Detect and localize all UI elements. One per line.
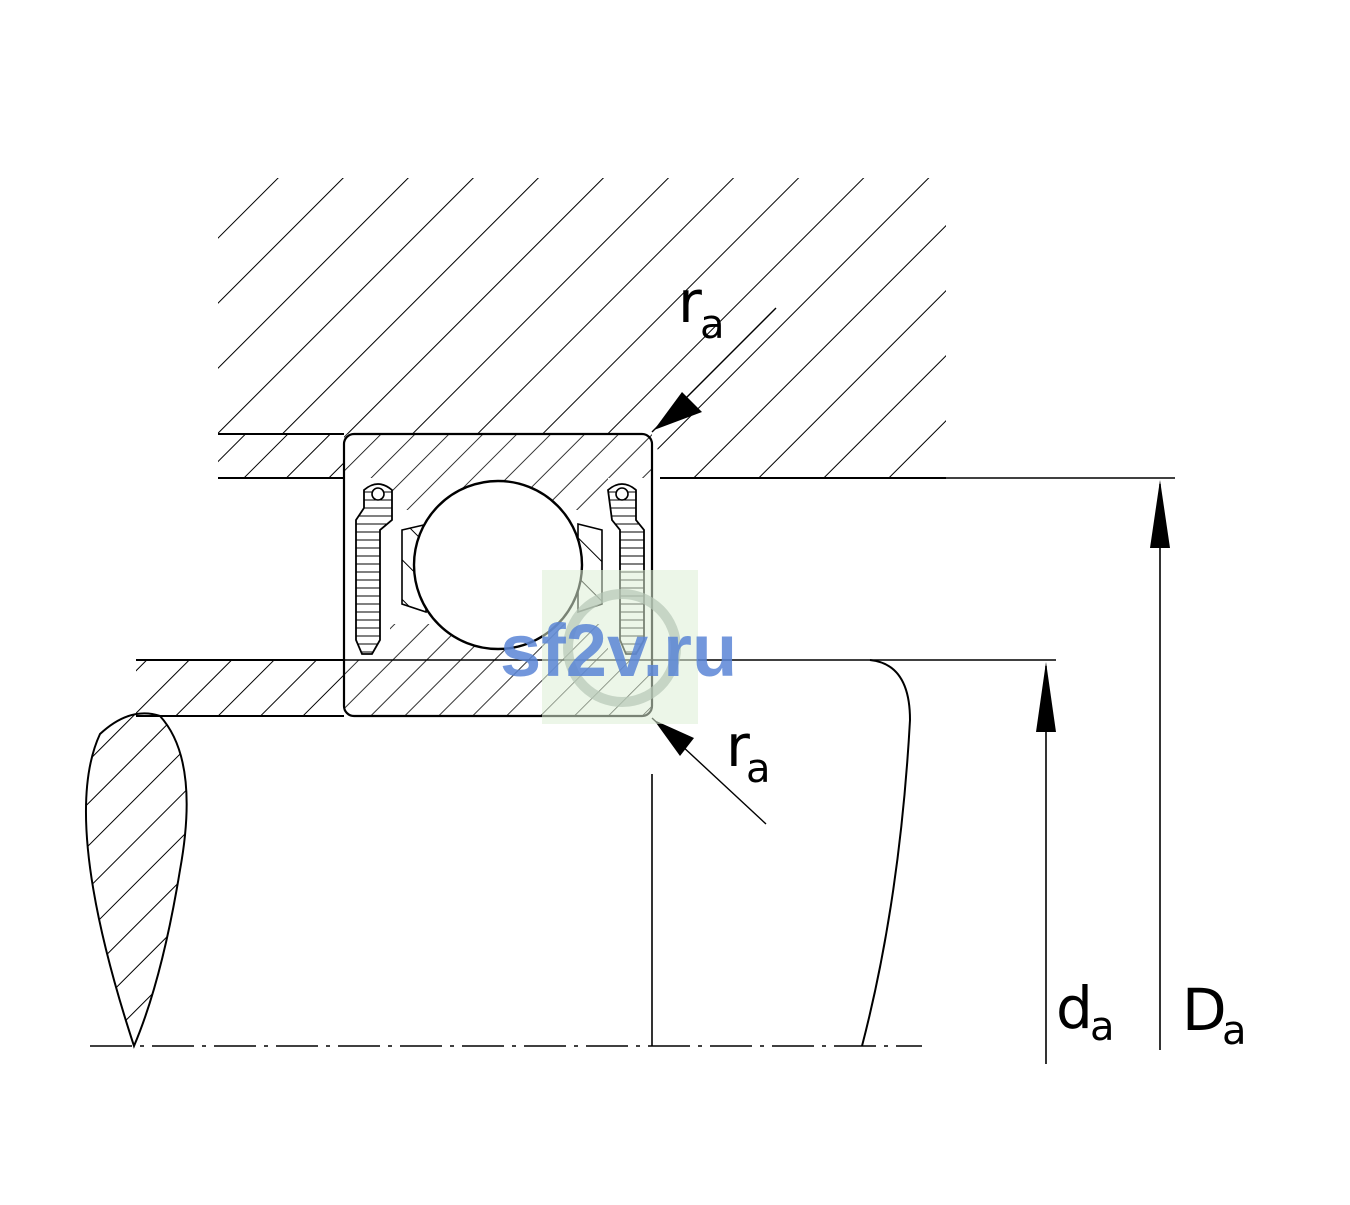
label-ra-top-sub: a bbox=[700, 302, 725, 348]
shaft-section-right bbox=[160, 659, 912, 1047]
watermark-bearing-icon bbox=[563, 589, 681, 707]
left-seal bbox=[355, 483, 393, 655]
label-Da-sub: a bbox=[1222, 1008, 1247, 1054]
label-ra-bottom-sub: a bbox=[746, 746, 771, 792]
label-da-sub: a bbox=[1090, 1004, 1115, 1050]
shaft-section-left bbox=[85, 712, 188, 1049]
da-dimension-arrow bbox=[1036, 662, 1056, 1064]
fillet-radius-leader-top bbox=[651, 307, 777, 433]
watermark: sf2v.ru bbox=[500, 570, 737, 724]
fillet-radius-leader-bottom bbox=[651, 717, 767, 825]
label-ra-bottom: r bbox=[726, 712, 750, 780]
label-ra-top: r bbox=[678, 268, 702, 336]
rolling-ball bbox=[412, 479, 584, 651]
Da-dimension-arrow bbox=[1150, 480, 1170, 1050]
housing bbox=[218, 178, 1175, 479]
shaft-shoulder bbox=[136, 659, 1056, 717]
label-Da: D bbox=[1182, 976, 1227, 1044]
label-da: d bbox=[1056, 974, 1093, 1042]
watermark-text: sf2v.ru bbox=[500, 609, 737, 692]
